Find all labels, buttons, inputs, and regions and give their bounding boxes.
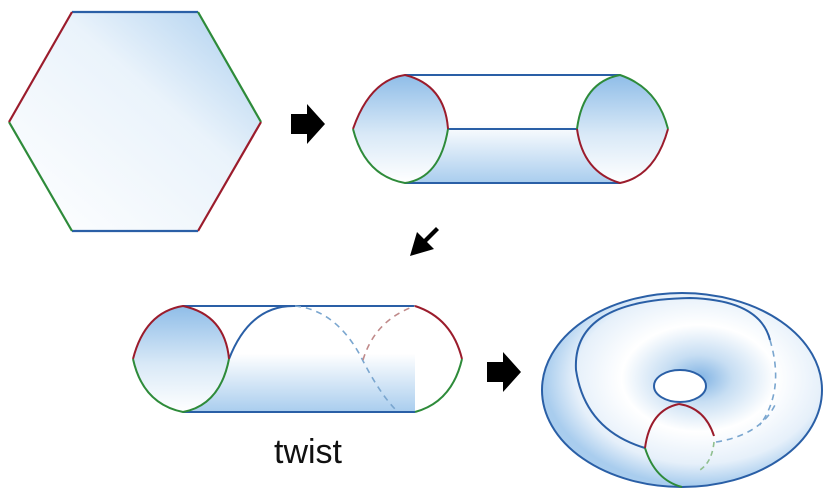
hex-edge-bottom-right (197, 121, 262, 232)
torus-seam-green (644, 447, 683, 488)
twisted-left-cap-red (132, 304, 230, 360)
torus-groove-hidden (759, 339, 777, 426)
torus-hidden-blue-2 (715, 404, 776, 443)
arrow-right-icon (487, 352, 521, 392)
twisted-right-green (414, 358, 463, 413)
torus-hole (653, 369, 707, 403)
torus-shape (541, 292, 823, 488)
torus-seam-red (644, 403, 680, 449)
twisted-left-cap-green (132, 358, 230, 414)
torus-seam-green-hidden (699, 441, 715, 471)
right-cap-green-top (576, 73, 669, 130)
twist-curve-hidden-red (362, 305, 416, 361)
arrow-down-left-icon (410, 227, 439, 256)
left-cap-green-bottom (352, 128, 449, 185)
twist-curve-front (228, 304, 296, 360)
tube-shape (352, 73, 669, 185)
torus-groove (574, 296, 771, 449)
hex-edge-top-right (197, 11, 262, 123)
torus-seam-red-2 (678, 403, 715, 437)
hexagon-shape (8, 10, 262, 233)
twist-curve-hidden-blue (294, 305, 399, 413)
arrow-right-icon (291, 104, 325, 144)
twisted-right-red (414, 305, 463, 360)
right-cap-red-bottom (576, 128, 669, 185)
twist-caption: twist (274, 433, 342, 471)
twisted-tube-shape (132, 304, 463, 414)
hex-edge-bottom-left (8, 121, 73, 232)
hex-edge-top-left (8, 11, 73, 123)
left-cap-red-top (352, 73, 449, 130)
